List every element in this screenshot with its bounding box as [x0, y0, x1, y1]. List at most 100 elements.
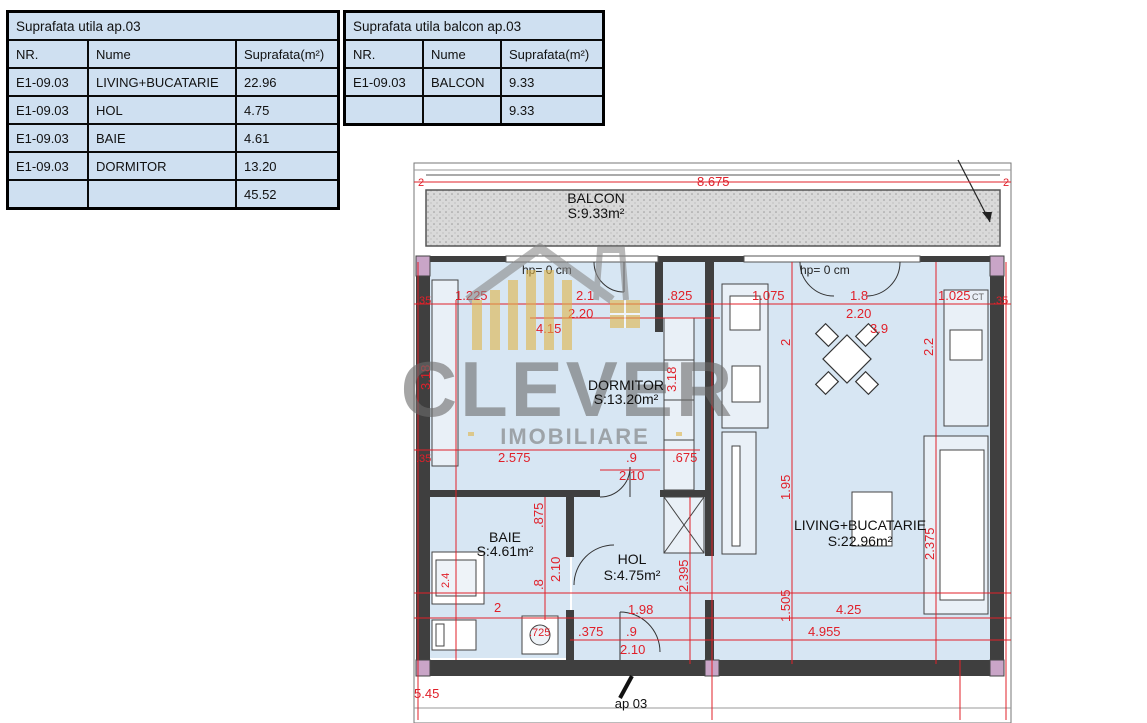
balcony-windows: [505, 255, 921, 263]
room-name-hol: HOL: [618, 551, 647, 567]
dim-label: 2.20: [568, 306, 593, 321]
room-area-baie: S:4.61m²: [477, 543, 534, 559]
table-row: E1-09.03 BALCON 9.33: [343, 67, 605, 97]
watermark-brand: CLEVER: [401, 345, 735, 433]
entrance-marker: [618, 675, 634, 699]
room-area-hol: S:4.75m²: [604, 567, 661, 583]
dim-label: 2.10: [548, 557, 563, 582]
table-row: E1-09.03 LIVING+BUCATARIE 22.96: [6, 67, 340, 97]
room-area-dormitor: S:13.20m²: [594, 391, 659, 407]
dim-label: 2: [778, 339, 793, 346]
dim-label: 2.2: [921, 338, 936, 356]
cell-nr: E1-09.03: [6, 95, 89, 125]
dim-label: .35: [416, 295, 431, 307]
cell-nr: E1-09.03: [343, 67, 424, 97]
cell-nume: BALCON: [422, 67, 502, 97]
dim-label: 2.10: [620, 642, 645, 657]
dim-label: 2.4: [440, 573, 452, 588]
watermark-sub: IMOBILIARE: [500, 424, 650, 449]
column-header-nume: Nume: [87, 39, 237, 69]
dim-label: .9: [626, 624, 637, 639]
column-header-nume: Nume: [422, 39, 502, 69]
table-row: E1-09.03 BAIE 4.61: [6, 123, 340, 153]
cell-nume: BAIE: [87, 123, 237, 153]
column-header-suprafata: Suprafata(m²): [235, 39, 340, 69]
dim-label: 4.25: [836, 602, 861, 617]
room-area-balcon: S:9.33m²: [568, 205, 625, 221]
dim-label: 2.575: [498, 450, 531, 465]
ct-label: CT: [972, 292, 984, 302]
dim-label: 2.395: [676, 559, 691, 592]
dim-label: .875: [531, 503, 546, 528]
room-labels: BALCON S:9.33m² DORMITOR S:13.20m² BAIE …: [477, 190, 926, 711]
dim-label: 2.1: [576, 288, 594, 303]
kitchen-units: [721, 283, 989, 555]
cell-suprafata: 22.96: [235, 67, 340, 97]
bedroom-furniture: [431, 279, 695, 491]
cell-nr: E1-09.03: [6, 67, 89, 97]
dim-label: .825: [667, 288, 692, 303]
cell-suprafata: 4.75: [235, 95, 340, 125]
dim-label: .375: [578, 624, 603, 639]
cell-nr: E1-09.03: [6, 123, 89, 153]
cell-suprafata: 13.20: [235, 151, 340, 181]
dim-balcony-width: 8.675: [697, 174, 730, 189]
watermark-logo-icon: [465, 242, 640, 350]
column-header-nr: NR.: [343, 39, 424, 69]
door-swings: [573, 261, 901, 660]
dim-label: 1.505: [778, 589, 793, 622]
room-name-living: LIVING+BUCATARIE: [794, 517, 926, 533]
column-header-nr: NR.: [6, 39, 89, 69]
cell-nume: DORMITOR: [87, 151, 237, 181]
dim-label: 2.10: [619, 468, 644, 483]
dim-label: .725: [529, 627, 550, 639]
dim-label: 1.075: [752, 288, 785, 303]
dim-label: .35: [416, 453, 431, 465]
room-name-balcon: BALCON: [567, 190, 625, 206]
dim-label: 3.18: [418, 365, 433, 390]
room-name-dormitor: DORMITOR: [588, 377, 664, 393]
balcony-area-table: Suprafata utila balcon ap.03 NR. Nume Su…: [343, 10, 605, 126]
dim-label: .35: [993, 295, 1008, 307]
entrance-label: ap 03: [615, 696, 648, 711]
dim-label: 2: [418, 177, 424, 189]
table-row: E1-09.03 DORMITOR 13.20: [6, 151, 340, 181]
room-area-living: S:22.96m²: [828, 533, 893, 549]
dim-label: 2.375: [922, 527, 937, 560]
balcony-slab: [425, 189, 1001, 247]
walls: [416, 256, 1004, 676]
dim-label: .675: [672, 450, 697, 465]
dim-label: 1.025: [938, 288, 971, 303]
watermark: CLEVER IMOBILIARE: [401, 242, 735, 449]
total-area: 45.52: [235, 179, 340, 210]
living-furniture: [731, 435, 989, 615]
dim-label: 2.20: [846, 306, 871, 321]
column-header-suprafata: Suprafata(m²): [500, 39, 605, 69]
dim-label: 5.45: [414, 686, 439, 701]
dim-label: 3.18: [664, 367, 679, 392]
dining-table: [814, 322, 880, 396]
dim-label: 1.95: [778, 475, 793, 500]
cell-nume: HOL: [87, 95, 237, 125]
room-name-baie: BAIE: [489, 529, 521, 545]
total-row: 9.33: [343, 95, 605, 126]
dim-label: .8: [531, 579, 546, 590]
table-row: E1-09.03 HOL 4.75: [6, 95, 340, 125]
dim-label: 2: [1003, 177, 1009, 189]
cell-suprafata: 4.61: [235, 123, 340, 153]
dim-label: 2: [494, 600, 501, 615]
cell-nume: LIVING+BUCATARIE: [87, 67, 237, 97]
section-marker: [957, 159, 991, 223]
apartment-area-table: Suprafata utila ap.03 NR. Nume Suprafata…: [6, 10, 340, 210]
threshold-label: hp= 0 cm: [800, 263, 850, 277]
cell-nr: E1-09.03: [6, 151, 89, 181]
cell-suprafata: 9.33: [500, 67, 605, 97]
dimension-labels: 8.675 1.225 2.1 2.20 .825 1.075 1.8 2.20…: [414, 174, 1009, 701]
hall-storage: [663, 496, 705, 554]
dim-label: 1.8: [850, 288, 868, 303]
dim-label: .9: [626, 450, 637, 465]
dimension-lines: [414, 181, 1011, 720]
dim-label: 3.9: [870, 321, 888, 336]
dim-label: 4.955: [808, 624, 841, 639]
